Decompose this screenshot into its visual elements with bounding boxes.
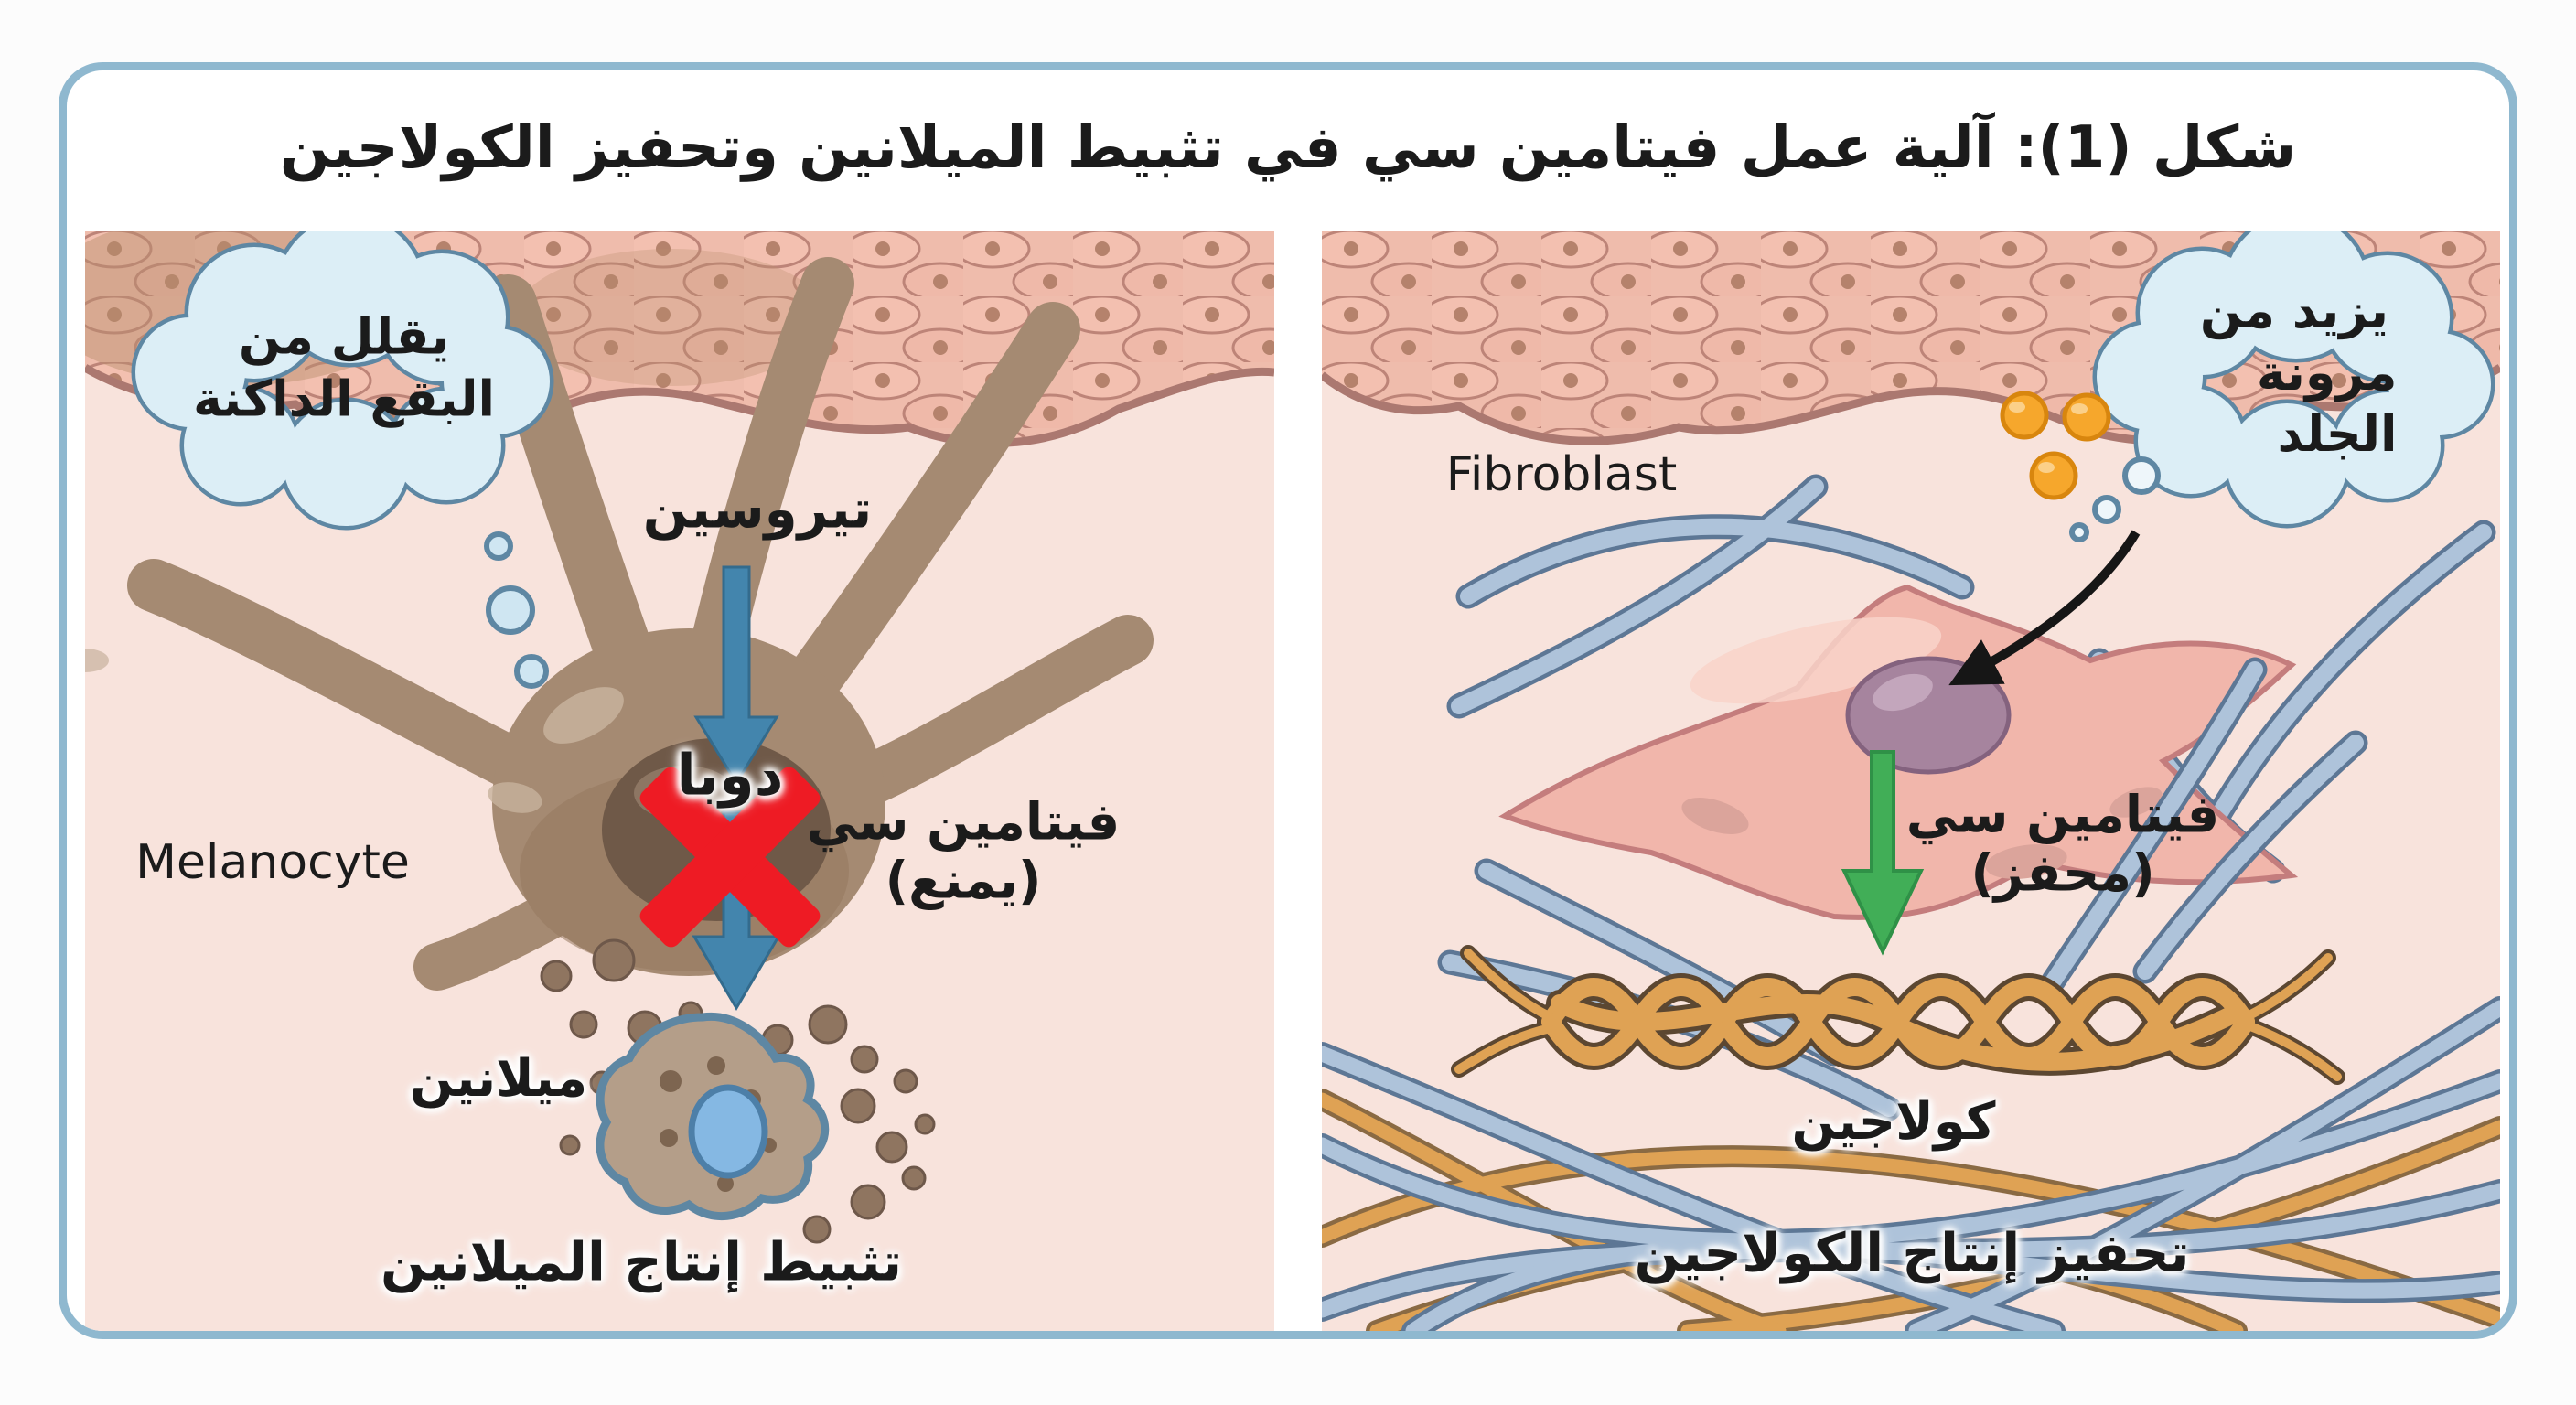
panel-melanin-inhibition: يقلل من البقع الداكنة تيروسين دوبا فيتام… — [85, 231, 1274, 1331]
thought-cloud-left-text: يقلل من البقع الداكنة — [192, 307, 496, 428]
vitamin-c-inhibit-label: فيتامين سي (يمنع) — [806, 792, 1121, 911]
fibroblast-illustration — [1322, 231, 2500, 1331]
thought-cloud-right-text: يزيد من مرونة الجلد — [2199, 281, 2398, 463]
vitamin-c-stimulate-label: فيتامين سي (محفز) — [1905, 785, 2220, 904]
panel-collagen-stimulation: يزيد من مرونة الجلد Fibroblast فيتامين س… — [1322, 231, 2500, 1331]
melanin-label: ميلانين — [409, 1048, 588, 1109]
thought-bubbles — [2069, 456, 2161, 542]
fibroblast-cell — [1498, 584, 2299, 920]
fibers-over-cell — [2041, 657, 2368, 993]
collagen-caption: تحفيز إنتاج الكولاجين — [1634, 1221, 2190, 1284]
tyrosine-label: تيروسين — [642, 477, 873, 541]
arrow-tyrosine-to-dopa — [693, 565, 779, 786]
dopa-label: دوبا — [676, 741, 784, 809]
block-cross-icon — [639, 767, 821, 948]
melanocyte-label: Melanocyte — [135, 835, 410, 891]
collagen-label: كولاجين — [1791, 1091, 1996, 1152]
arrow-vitamin-to-nucleus — [1948, 530, 2141, 686]
fibroblast-label: Fibroblast — [1445, 447, 1678, 503]
melanin-caption: تثبيط إنتاج الميلانين — [380, 1230, 903, 1293]
collagen-braid — [1451, 945, 2345, 1085]
thought-cloud-left — [131, 231, 554, 531]
vitamin-c-molecules — [2000, 391, 2111, 500]
arrow-stimulate-collagen — [1841, 750, 1925, 956]
figure-title: شكل (1): آلية عمل فيتامين سي في تثبيط ال… — [279, 114, 2297, 182]
collagen-fiber-mesh — [1322, 996, 2500, 1331]
thought-cloud-right — [2069, 231, 2496, 542]
melanocyte-illustration — [85, 231, 1274, 1244]
melanin-granules — [540, 938, 936, 1244]
melanin-cell — [596, 1012, 830, 1221]
figure-frame: شكل (1): آلية عمل فيتامين سي في تثبيط ال… — [59, 62, 2517, 1339]
